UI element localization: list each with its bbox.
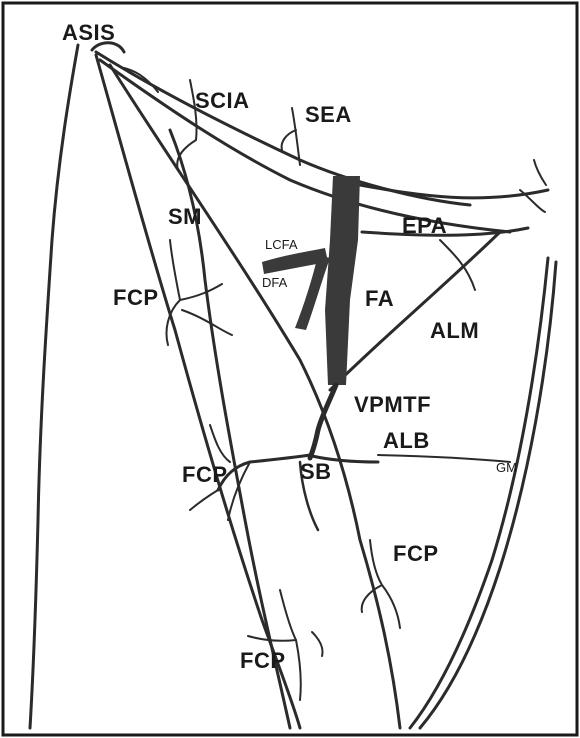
sartorius-lateral-border (96, 55, 300, 728)
label-alb: ALB (383, 428, 430, 453)
label-fcp-4: FCP (240, 648, 286, 673)
vpmtf-trunk (310, 385, 336, 458)
label-fcp-3: FCP (393, 541, 439, 566)
label-sb: SB (300, 459, 332, 484)
label-dfa: DFA (262, 275, 288, 290)
label-fcp-1: FCP (113, 285, 159, 310)
sb-branch-left (218, 455, 310, 490)
label-scia: SCIA (195, 88, 250, 113)
label-lcfa: LCFA (265, 237, 298, 252)
thigh-lateral-outline (30, 45, 78, 728)
epa-upper-line (360, 185, 548, 198)
label-fcp-2: FCP (182, 462, 228, 487)
label-sm: SM (168, 204, 202, 229)
label-sea: SEA (305, 102, 352, 127)
label-fa: FA (365, 286, 394, 311)
label-alm: ALM (430, 318, 479, 343)
label-epa: EPA (402, 213, 447, 238)
label-asis: ASIS (62, 20, 115, 45)
label-vpmtf: VPMTF (354, 392, 431, 417)
femoral-artery (325, 176, 360, 385)
label-gm: GM (496, 460, 517, 475)
alb-gm-line (378, 455, 510, 462)
